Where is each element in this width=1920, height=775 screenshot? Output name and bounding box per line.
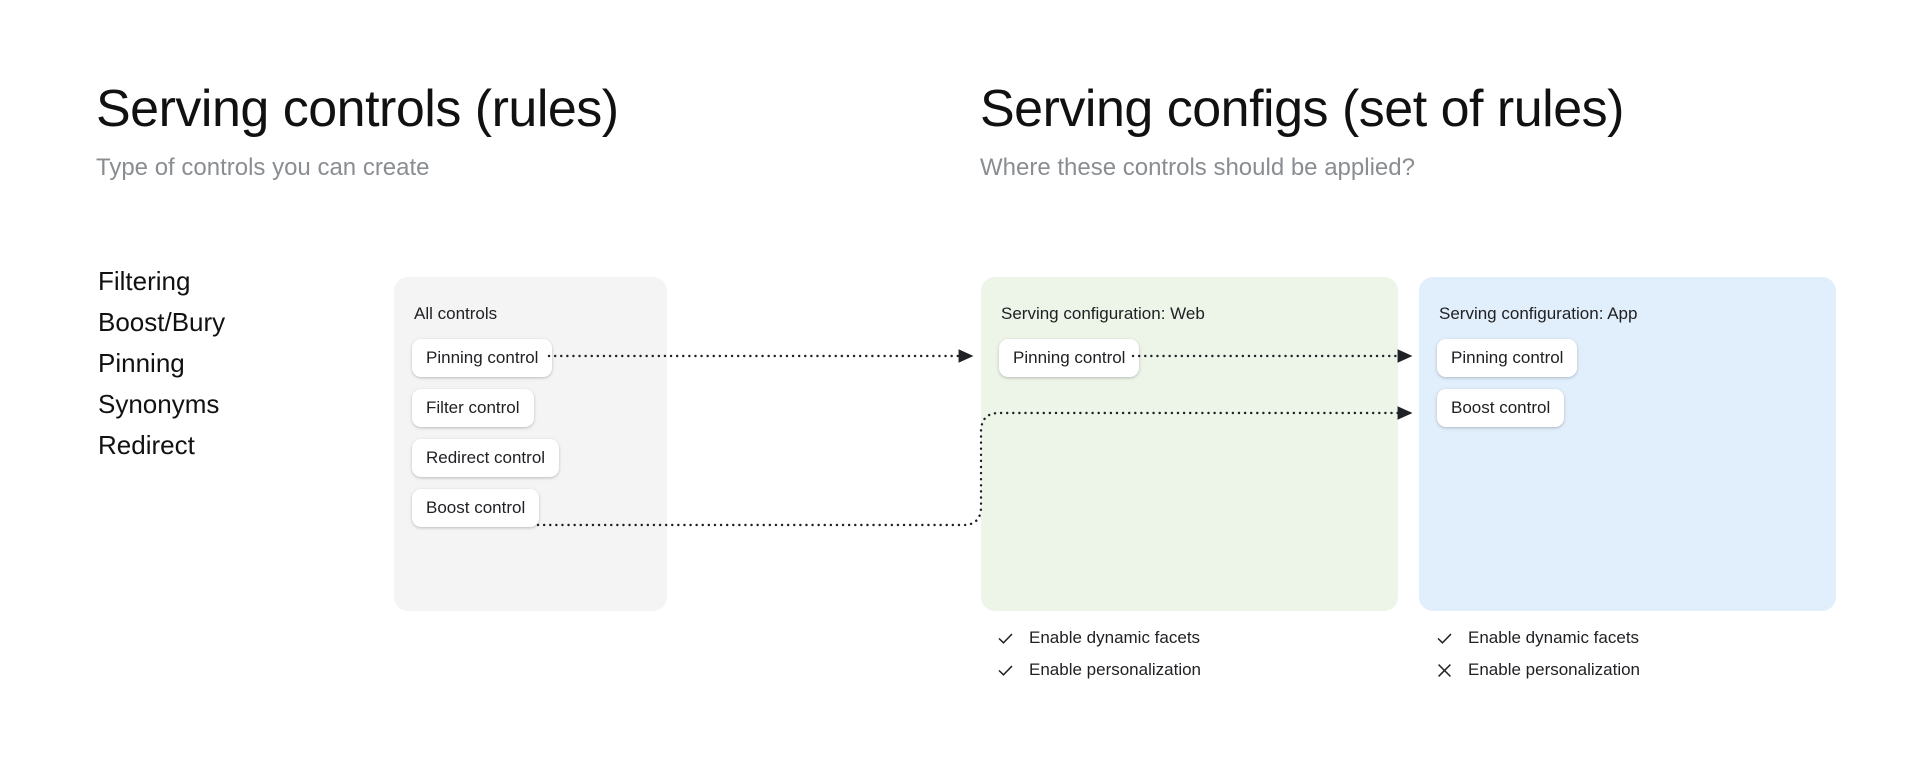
feature-list-app: Enable dynamic facets Enable personaliza… [1435,627,1640,681]
chip-boost-control[interactable]: Boost control [1437,389,1565,427]
chip-pinning-control[interactable]: Pinning control [412,339,553,377]
check-icon [998,665,1013,676]
control-type-item: Synonyms [98,389,220,419]
feature-label: Enable dynamic facets [1029,628,1201,647]
feature-row-personalization-app: Enable personalization [1435,659,1640,681]
panel-all-controls-label: All controls [414,304,498,323]
all-controls-chip-stack: Pinning control Filter control Redirect … [412,339,647,527]
left-column-heading: Serving controls (rules) Type of control… [96,78,619,184]
config-app-chip-stack: Pinning control Boost control [1437,339,1816,427]
panel-config-web-label: Serving configuration: Web [1001,304,1205,323]
right-column-title: Serving configs (set of rules) [980,80,1624,138]
panel-config-app-label: Serving configuration: App [1439,304,1638,323]
config-web-chip-stack: Pinning control [999,339,1378,377]
left-column-title: Serving controls (rules) [96,80,619,138]
control-type-item: Pinning [98,348,185,378]
chip-filter-control[interactable]: Filter control [412,389,534,427]
left-column-subtitle: Type of controls you can create [96,154,430,181]
chip-pinning-control[interactable]: Pinning control [999,339,1140,377]
feature-label: Enable personalization [1468,660,1641,679]
feature-row-personalization-web: Enable personalization [996,659,1201,681]
panel-serving-configuration-web: Serving configuration: Web Pinning contr… [981,277,1398,611]
right-column-subtitle: Where these controls should be applied? [980,154,1415,181]
panel-all-controls: All controls Pinning control Filter cont… [394,277,667,611]
feature-row-dynamic-facets-web: Enable dynamic facets [996,627,1201,649]
check-icon [1437,633,1452,644]
control-type-item: Filtering [98,266,191,296]
feature-label: Enable dynamic facets [1468,628,1640,647]
chip-redirect-control[interactable]: Redirect control [412,439,560,477]
close-icon [1438,663,1451,677]
feature-list-web: Enable dynamic facets Enable personaliza… [996,627,1201,681]
feature-row-dynamic-facets-app: Enable dynamic facets [1435,627,1640,649]
check-icon [998,633,1013,644]
control-type-item: Boost/Bury [98,307,226,337]
panel-serving-configuration-app: Serving configuration: App Pinning contr… [1419,277,1836,611]
control-type-item: Redirect [98,430,195,460]
feature-label: Enable personalization [1029,660,1202,679]
control-type-list: Filtering Boost/Bury Pinning Synonyms Re… [98,265,225,461]
right-column-heading: Serving configs (set of rules) Where the… [980,78,1624,184]
chip-pinning-control[interactable]: Pinning control [1437,339,1578,377]
chip-boost-control[interactable]: Boost control [412,489,540,527]
